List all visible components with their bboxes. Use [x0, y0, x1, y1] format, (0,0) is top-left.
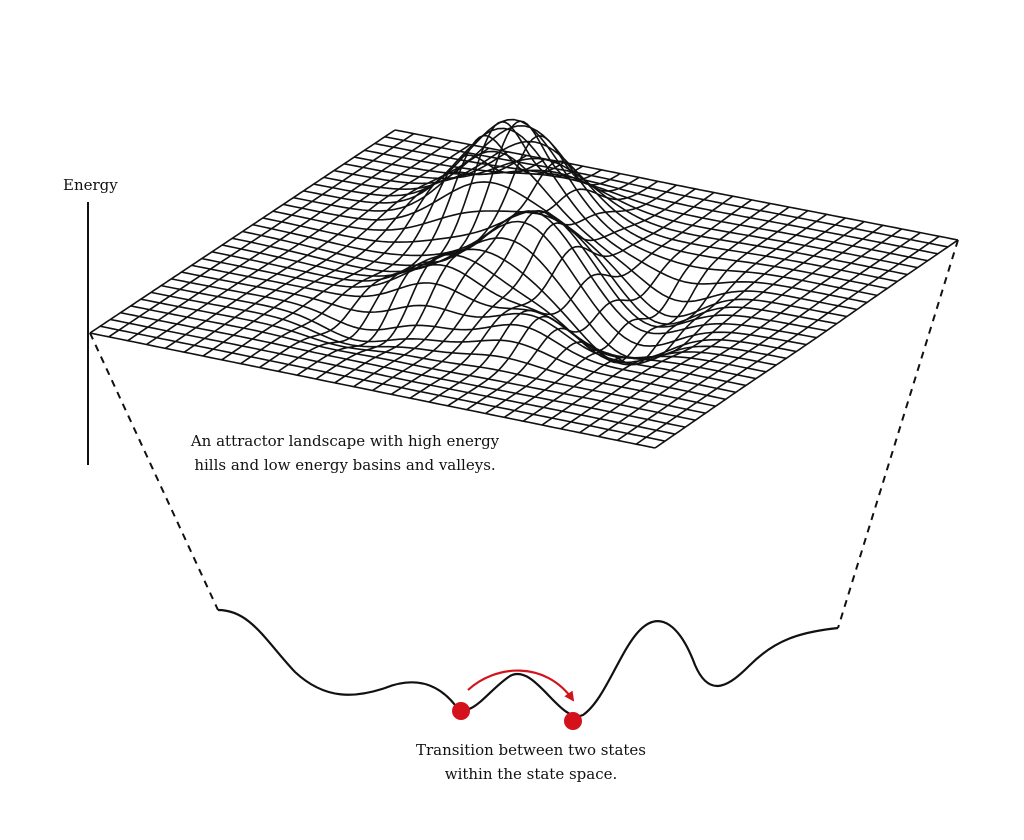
- mesh-line-v: [485, 206, 790, 415]
- transition-caption-line-1: Transition between two states: [416, 741, 646, 759]
- projection-line-right: [837, 239, 959, 629]
- mesh-line-u: [130, 305, 696, 421]
- mesh-line-v: [390, 188, 696, 395]
- transition-arrow: [467, 669, 575, 702]
- mesh-line-u: [354, 156, 918, 269]
- mesh-line-v: [598, 228, 903, 438]
- mesh-line-v: [259, 134, 565, 369]
- mesh-line-v: [334, 160, 640, 384]
- mesh-line-u: [150, 291, 716, 407]
- mesh-line-u: [232, 237, 797, 360]
- mesh-line-v: [277, 121, 584, 372]
- mesh-line-v: [654, 239, 959, 449]
- mesh-line-v: [635, 235, 940, 445]
- mesh-line-v: [372, 184, 677, 392]
- mesh-line-v: [541, 217, 846, 426]
- mesh-line-v: [353, 180, 659, 388]
- mesh-line-u: [120, 311, 686, 428]
- state-a-dot: [452, 702, 470, 720]
- transition-caption-line-2: within the state space.: [445, 765, 618, 783]
- mesh-line-v: [466, 202, 771, 411]
- mesh-line-v: [409, 191, 715, 399]
- mesh-line-v: [108, 133, 415, 338]
- mesh-line-v: [522, 213, 828, 422]
- mesh-line-v: [221, 154, 527, 361]
- mesh-line-v: [560, 220, 865, 430]
- mesh-line-v: [447, 199, 753, 407]
- mesh-line-v: [183, 147, 490, 353]
- cross-section-energy-curve: [217, 608, 839, 718]
- landscape-caption-line-2: hills and low energy basins and valleys.: [194, 456, 495, 474]
- mesh-line-v: [579, 224, 884, 434]
- energy-surface-mesh: [89, 118, 959, 449]
- mesh-line-v: [503, 210, 809, 418]
- mesh-line-v: [428, 195, 734, 403]
- mesh-line-v: [127, 136, 433, 342]
- mesh-line-v: [202, 151, 509, 357]
- mesh-line-u: [364, 149, 928, 262]
- state-b-dot: [564, 712, 582, 730]
- mesh-line-v: [164, 143, 471, 349]
- mesh-line-v: [89, 129, 396, 334]
- mesh-line-v: [146, 140, 452, 346]
- mesh-line-v: [616, 231, 921, 441]
- energy-axis-label: Energy: [63, 176, 118, 194]
- mesh-line-v: [296, 120, 602, 376]
- mesh-line-u: [394, 129, 959, 241]
- landscape-caption-line-1: An attractor landscape with high energy: [190, 432, 500, 450]
